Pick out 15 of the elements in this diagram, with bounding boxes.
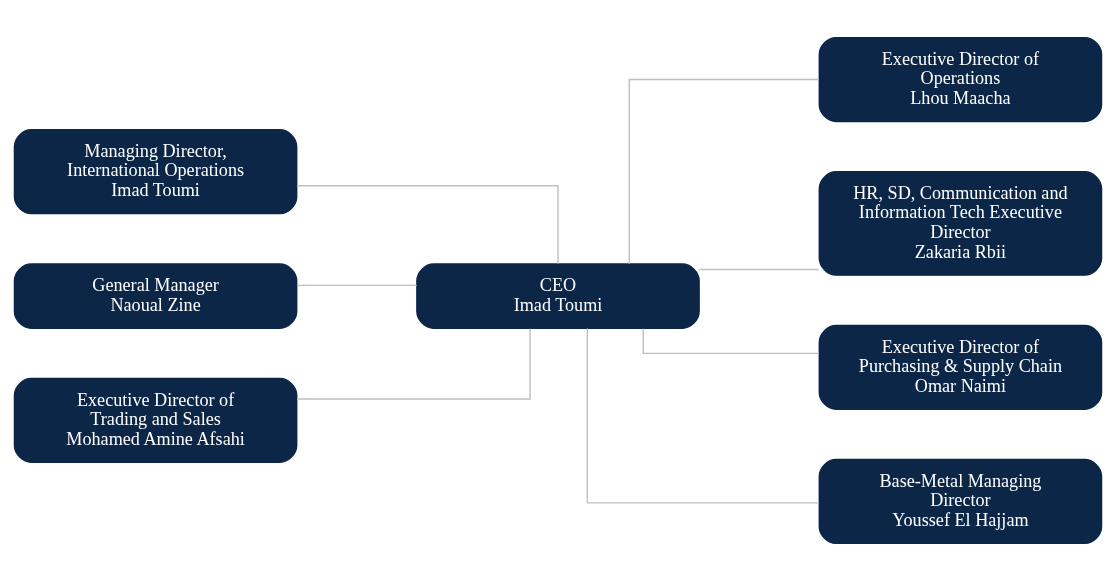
node-box: HR, SD, Communication and Information Tech Executive Director Zakaria Rbii — [818, 171, 1103, 276]
node-box: Executive Director of Operations Lhou Maacha — [818, 36, 1103, 123]
connector — [586, 327, 820, 504]
connector — [296, 284, 418, 287]
node-box: Base-Metal Managing Director Youssef El Hajjam — [818, 458, 1103, 545]
node-box: General Manager Naoual Zine — [13, 263, 298, 329]
connector — [296, 185, 559, 265]
node-box: Managing Director, International Operations Imad Toumi — [13, 129, 298, 215]
connector — [628, 78, 820, 265]
connector — [642, 328, 820, 355]
node-box: Executive Director of Trading and Sales Mohamed Amine Afsahi — [13, 377, 298, 464]
node-box: Executive Director of Purchasing & Supply Chain Omar Naimi — [818, 324, 1103, 410]
connector — [698, 268, 820, 271]
node-box: CEO Imad Toumi — [416, 263, 700, 329]
connector — [296, 327, 531, 400]
